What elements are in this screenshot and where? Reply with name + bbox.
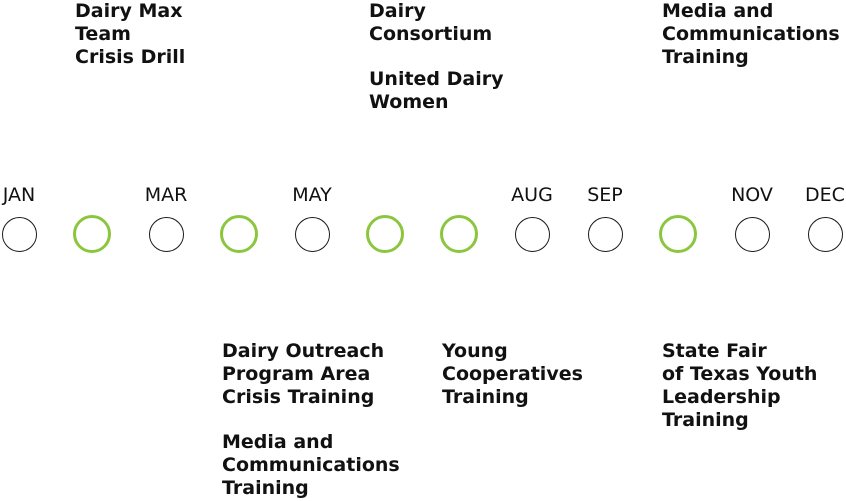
event-apr: Dairy Outreach Program Area Crisis Train… <box>222 340 400 500</box>
month-label-may: MAY <box>292 184 332 206</box>
event-jun-line: United Dairy <box>369 68 504 90</box>
event-jun: Dairy Consortium United Dairy Women <box>369 0 504 114</box>
month-marker-oct-event <box>659 215 697 253</box>
month-label-jan: JAN <box>2 184 36 206</box>
event-jun-line: Women <box>369 91 449 113</box>
event-apr-line: Media and <box>222 431 334 453</box>
event-jun-line: Dairy <box>369 0 426 22</box>
month-marker-mar <box>148 217 184 252</box>
event-jul-line: Young <box>442 340 508 362</box>
event-oct-bottom-line: of Texas Youth <box>662 363 818 385</box>
event-oct-line: Communications <box>662 23 840 45</box>
event-feb-line: Dairy Max <box>75 0 183 22</box>
month-label-aug: AUG <box>511 184 553 206</box>
event-oct-bottom-line: State Fair <box>662 340 767 362</box>
month-marker-may <box>294 217 330 252</box>
month-label-nov: NOV <box>731 184 773 206</box>
month-marker-jul-event <box>440 215 478 253</box>
month-marker-jan <box>1 217 37 252</box>
month-marker-nov <box>734 217 770 252</box>
event-oct-bottom-line: Training <box>662 409 749 431</box>
event-apr-line: Program Area <box>222 363 371 385</box>
event-oct-line: Training <box>662 46 749 68</box>
month-marker-feb-event <box>73 215 111 253</box>
event-jul-line: Training <box>442 386 529 408</box>
event-apr-line: Dairy Outreach <box>222 340 385 362</box>
month-marker-jun-event <box>366 215 404 253</box>
event-feb: Dairy Max Team Crisis Drill <box>75 0 185 69</box>
month-marker-dec <box>807 217 843 252</box>
month-marker-aug <box>514 217 550 252</box>
month-marker-apr-event <box>220 215 258 253</box>
event-feb-line: Crisis Drill <box>75 46 186 68</box>
event-apr-line: Communications <box>222 454 400 476</box>
event-feb-line: Team <box>75 23 131 45</box>
month-label-sep: SEP <box>587 184 623 206</box>
event-spacer <box>222 409 400 431</box>
event-oct: Media and Communications Training <box>662 0 840 69</box>
event-oct-bottom: State Fair of Texas Youth Leadership Tra… <box>662 340 817 432</box>
event-spacer <box>369 46 504 68</box>
event-apr-line: Crisis Training <box>222 386 375 408</box>
event-oct-line: Media and <box>662 0 774 22</box>
event-jul-line: Cooperatives <box>442 363 583 385</box>
event-jul: Young Cooperatives Training <box>442 340 583 409</box>
event-apr-line: Training <box>222 477 309 499</box>
event-jun-line: Consortium <box>369 23 493 45</box>
month-marker-sep <box>587 217 623 252</box>
month-label-mar: MAR <box>144 184 188 206</box>
month-label-dec: DEC <box>805 184 845 206</box>
event-oct-bottom-line: Leadership <box>662 386 781 408</box>
